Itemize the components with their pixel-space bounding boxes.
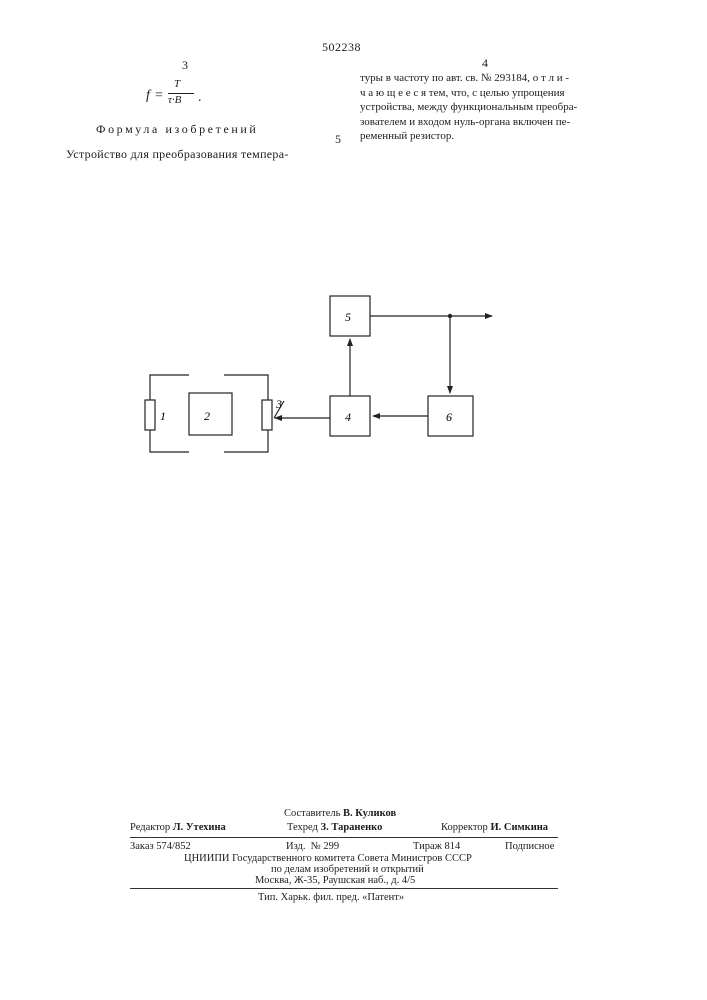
label-1: 1 bbox=[160, 409, 166, 423]
label-5: 5 bbox=[345, 310, 351, 324]
block-3 bbox=[262, 400, 272, 430]
label-3: 3 bbox=[275, 397, 282, 411]
footer-publisher-line1: ЦНИИПИ Государственного комитета Совета … bbox=[184, 853, 472, 864]
junction-dot bbox=[448, 314, 452, 318]
footer-subscription: Подписное bbox=[505, 841, 554, 852]
label-4: 4 bbox=[345, 410, 351, 424]
footer-editor: Редактор Л. Утехина bbox=[130, 822, 226, 833]
block-2 bbox=[189, 393, 232, 435]
footer-techred: Техред З. Тараненко bbox=[287, 822, 382, 833]
wire-loop-left bbox=[150, 375, 189, 452]
label-2: 2 bbox=[204, 409, 210, 423]
footer-printer: Тип. Харьк. фил. пред. «Патент» bbox=[258, 892, 404, 903]
footer-publisher-line2: по делам изобретений и открытий bbox=[271, 864, 424, 875]
footer-edition: Изд. № 299 bbox=[286, 841, 339, 852]
footer-rule-top bbox=[130, 837, 558, 838]
label-6: 6 bbox=[446, 410, 452, 424]
footer-address: Москва, Ж-35, Раушская наб., д. 4/5 bbox=[255, 875, 415, 886]
footer-circulation: Тираж 814 bbox=[413, 841, 460, 852]
footer-compiler: Составитель В. Куликов bbox=[284, 808, 396, 819]
block-1 bbox=[145, 400, 155, 430]
footer-order: Заказ 574/852 bbox=[130, 841, 191, 852]
footer-corrector: Корректор И. Симкина bbox=[441, 822, 548, 833]
footer-rule-bottom bbox=[130, 888, 558, 889]
